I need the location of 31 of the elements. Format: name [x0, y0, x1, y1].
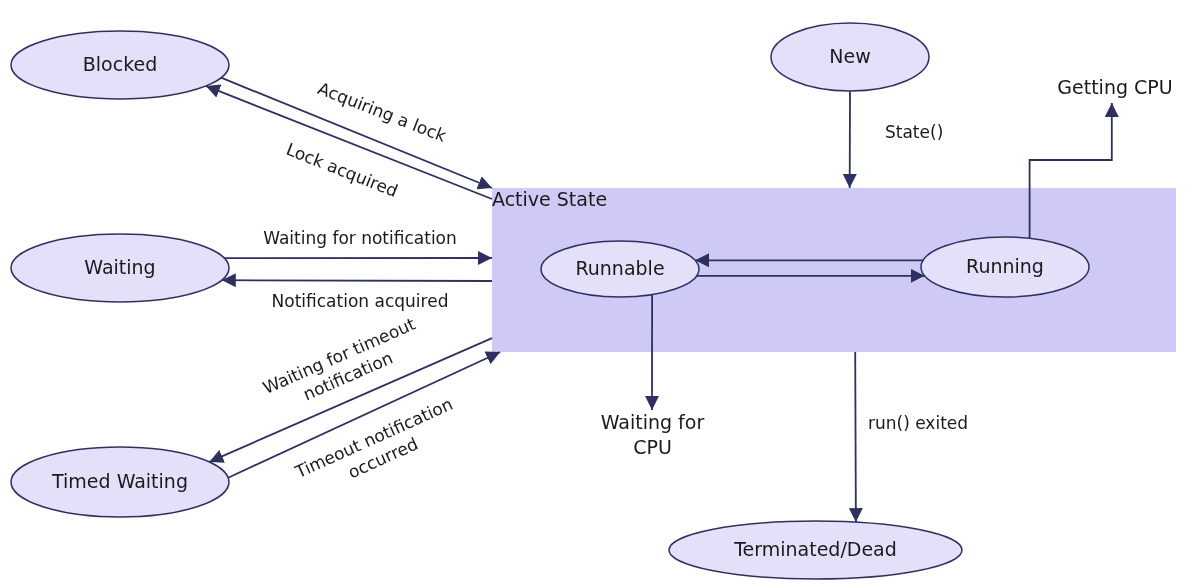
arrow	[220, 273, 493, 288]
state-ellipse	[10, 30, 230, 100]
state-name: Blocked	[82, 53, 158, 77]
edge-label: run() exited	[868, 412, 970, 435]
state-ellipse	[10, 446, 230, 518]
arrow	[1028, 102, 1119, 240]
arrow	[205, 84, 493, 200]
state-label: Waiting for CPU	[585, 410, 720, 462]
state-ellipse	[920, 236, 1090, 298]
state-name: New	[829, 45, 871, 69]
arrow	[645, 293, 659, 411]
band-title: Active State	[492, 188, 608, 210]
arrow	[848, 351, 863, 523]
state-name: Running	[966, 255, 1044, 279]
state-band	[492, 188, 1176, 352]
arrow	[842, 90, 857, 189]
state-name: Terminated/Dead	[734, 538, 897, 562]
edge-label: State()	[885, 121, 945, 144]
edge-label: Notification acquired	[270, 289, 450, 313]
state-name: Runnable	[575, 257, 665, 281]
arrow	[220, 76, 493, 190]
state-label: Getting CPU	[1035, 75, 1190, 103]
arrow	[227, 351, 502, 479]
state-name: Waiting	[84, 256, 156, 280]
state-ellipse	[540, 240, 700, 298]
edge-label: Waiting for notification	[262, 226, 458, 250]
arrow	[208, 337, 493, 463]
state-name: Timed Waiting	[52, 470, 188, 494]
state-ellipse	[668, 520, 963, 580]
state-ellipse	[770, 22, 930, 92]
state-ellipse	[10, 233, 230, 303]
